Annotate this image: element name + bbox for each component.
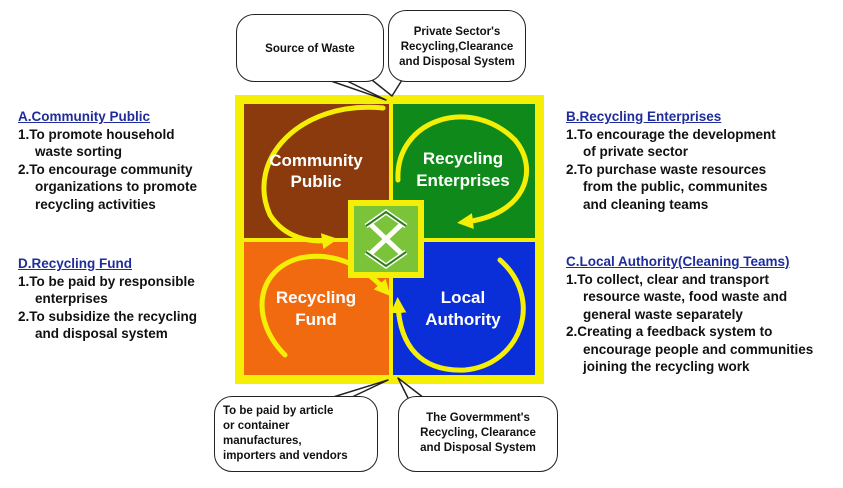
- callout-line: and Disposal System: [399, 56, 515, 68]
- callout-line: Recycling,Clearance: [400, 41, 514, 53]
- callout-line: Private Sector's: [413, 26, 501, 38]
- government-callout: The Govermment's Recycling, Clearance an…: [398, 396, 558, 472]
- local-authority-label: Authority: [425, 310, 501, 329]
- text-line: 2.To encourage community: [18, 161, 193, 177]
- callout-line: To be paid by article: [223, 405, 334, 417]
- callout-line: importers and vendors: [223, 450, 348, 462]
- local-authority-heading: C.Local Authority(Cleaning Teams): [566, 254, 790, 269]
- paid-by-callout: To be paid by article or container manuf…: [214, 396, 378, 472]
- callout-tail-source: [327, 79, 387, 101]
- text-line: joining the recycling work: [583, 359, 750, 374]
- text-line: organizations to promote: [35, 179, 197, 194]
- callout-tail-private: [371, 79, 403, 97]
- recycling-enterprises-label: Recycling: [423, 149, 503, 168]
- text-line: 2.Creating a feedback system to: [566, 324, 773, 339]
- text-line: general waste separately: [583, 306, 743, 322]
- community-public-description: A.Community Public 1.To promote househol…: [18, 108, 197, 213]
- recycling-enterprises-label: Enterprises: [416, 171, 510, 190]
- source-of-waste-text: Source of Waste: [265, 43, 355, 55]
- text-line: 1.To promote household: [18, 126, 175, 142]
- callout-line: Recycling, Clearance: [420, 427, 536, 439]
- callout-tail-gov: [397, 377, 425, 399]
- text-line: recycling activities: [35, 196, 156, 212]
- local-authority-label: Local: [441, 288, 485, 307]
- text-line: 1.To be paid by responsible: [18, 273, 195, 289]
- text-line: 1.To encourage the development: [566, 126, 776, 142]
- text-line: 1.To collect, clear and transport: [566, 271, 770, 287]
- recycling-enterprises-description: B.Recycling Enterprises 1.To encourage t…: [566, 108, 776, 213]
- private-sector-callout: Private Sector's Recycling,Clearance and…: [388, 10, 526, 82]
- community-public-label: Community: [269, 151, 363, 170]
- source-of-waste-callout: Source of Waste: [236, 14, 384, 82]
- text-line: encourage people and communities: [583, 341, 814, 357]
- text-line: and cleaning teams: [583, 196, 709, 212]
- text-line: waste sorting: [35, 144, 123, 159]
- recycling-fund-label: Fund: [295, 310, 337, 329]
- callout-line: or container: [223, 420, 290, 432]
- recycling-fund-heading: D.Recycling Fund: [18, 256, 133, 271]
- arrow-enterprises: [395, 114, 530, 230]
- text-line: from the public, communites: [583, 179, 768, 194]
- text-line: resource waste, food waste and: [583, 289, 788, 304]
- recycling-fund-label: Recycling: [276, 288, 356, 307]
- local-authority-description: C.Local Authority(Cleaning Teams) 1.To c…: [566, 253, 813, 376]
- recycling-symbol-icon: [348, 200, 424, 278]
- callout-line: The Govermment's: [426, 412, 530, 424]
- text-line: enterprises: [35, 291, 108, 306]
- callout-tail-paid: [329, 379, 389, 399]
- recycling-fund-description: D.Recycling Fund 1.To be paid by respons…: [18, 255, 197, 343]
- callout-line: manufactures,: [223, 435, 302, 447]
- text-line: 2.To purchase waste resources: [566, 161, 767, 177]
- callout-line: and Disposal System: [420, 442, 536, 454]
- text-line: and disposal system: [35, 326, 168, 341]
- community-public-label: Public: [290, 172, 341, 191]
- recycling-enterprises-heading: B.Recycling Enterprises: [566, 109, 722, 124]
- text-line: of private sector: [583, 144, 689, 159]
- arrow-authority: [390, 257, 526, 373]
- arrow-community: [261, 104, 386, 250]
- text-line: 2.To subsidize the recycling: [18, 308, 198, 324]
- community-public-heading: A.Community Public: [18, 109, 151, 124]
